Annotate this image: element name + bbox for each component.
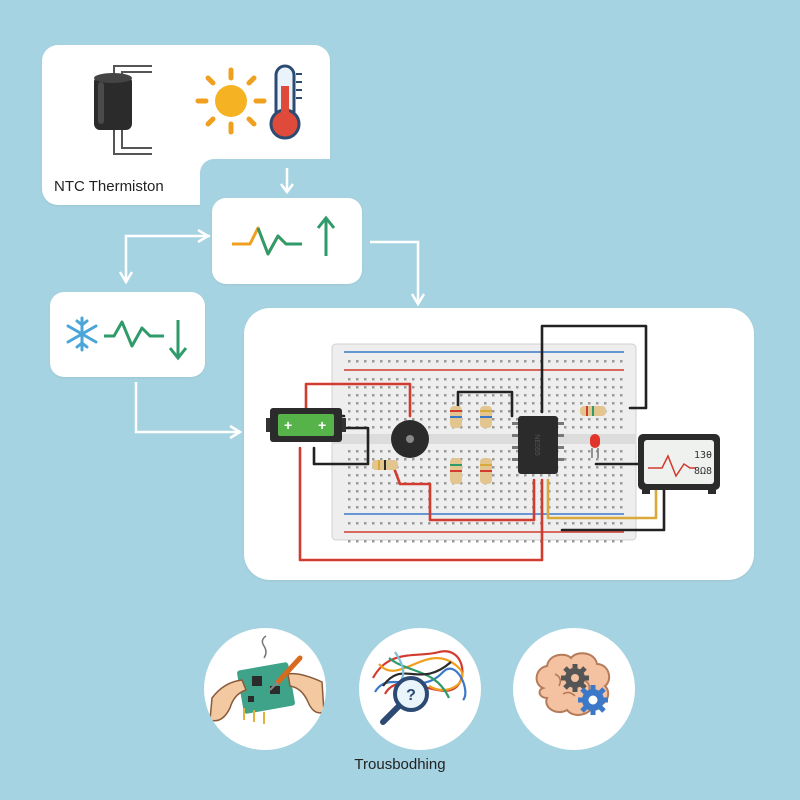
sun-icon (195, 67, 267, 135)
brain-gears-circle (513, 628, 635, 750)
svg-text:+: + (284, 417, 292, 433)
ic-chip: NE555 (512, 416, 564, 474)
resistors (372, 406, 606, 484)
troubleshooting-label: Trousbodhing (354, 756, 446, 773)
signal-wave-icon (104, 320, 164, 348)
breadboard-circuit: + + NE555 (266, 324, 720, 562)
signal-wave-icon (232, 226, 302, 256)
thermistor-label: NTC Thermiston (54, 178, 164, 195)
gear-icon (561, 664, 589, 692)
rising-signal-card (212, 198, 362, 284)
hands-soldering-icon (209, 635, 325, 724)
multimeter: 13θ 8Ω8 (638, 434, 720, 494)
arrow-up-icon (316, 215, 336, 256)
multimeter-reading-bottom: 8Ω8 (694, 466, 712, 477)
tangled-wires-magnifier-icon: ? (372, 650, 467, 725)
buzzer (391, 420, 429, 458)
led (590, 434, 600, 458)
thermistor-component-icon (94, 65, 152, 155)
ic-chip-label: NE555 (533, 434, 540, 456)
gear-icon (578, 685, 608, 715)
soldering-circle (204, 628, 326, 750)
svg-text:+: + (318, 417, 326, 433)
svg-text:?: ? (406, 687, 416, 704)
brain-gears-icon (535, 652, 611, 716)
battery: + + (266, 408, 346, 442)
snowflake-icon (66, 316, 98, 352)
thermometer-icon (269, 64, 302, 140)
tangled-wires-circle: ? (359, 628, 481, 750)
arrow-down-icon (168, 320, 188, 361)
multimeter-reading-top: 13θ (694, 450, 712, 461)
